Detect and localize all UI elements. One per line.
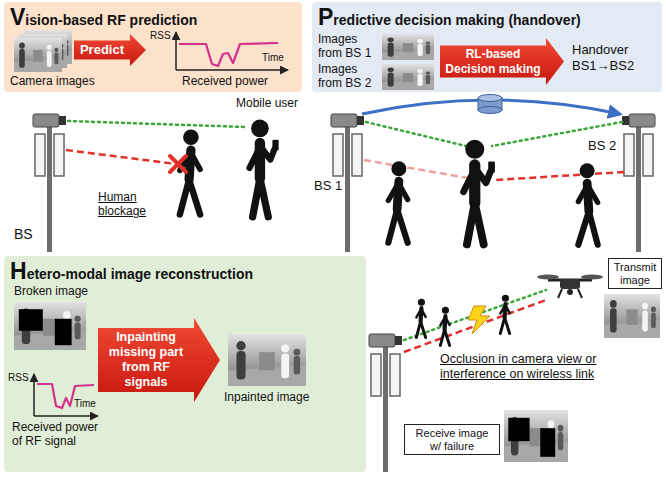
- base-station: [33, 114, 66, 252]
- depth-image: [382, 64, 434, 90]
- chart-axis: [34, 374, 98, 416]
- inpainted-depth-image: [228, 334, 306, 386]
- radio-link-line: [364, 160, 468, 178]
- camera-view-line: [366, 122, 622, 146]
- text-label: BS: [14, 226, 44, 243]
- text-label: Received power: [182, 74, 292, 88]
- blocking-person: [180, 129, 200, 214]
- panel-illustration: [14, 30, 288, 72]
- panel-title: Hetero-modal image reconstruction: [4, 256, 366, 284]
- text-label: BS 2: [588, 138, 620, 154]
- walking-person: [416, 299, 425, 338]
- panel-title: Vision-based RF prediction: [4, 2, 302, 30]
- radio-link-line: [404, 300, 546, 352]
- text-label: Mobile user: [236, 96, 316, 110]
- server-icon: [478, 95, 502, 102]
- base-station: [369, 334, 402, 472]
- text-label: Received power of RF signal: [12, 420, 104, 449]
- chart-axis: [175, 32, 177, 70]
- broken-depth-image: [14, 302, 86, 350]
- drone: [560, 279, 580, 289]
- chart-axis: [176, 32, 288, 70]
- broken-depth-image: [504, 410, 568, 462]
- drone: [567, 289, 573, 295]
- text-label: Time: [262, 52, 292, 64]
- camera-image-stack: [14, 30, 72, 72]
- arrow-text: RL-based Decision making: [443, 47, 543, 76]
- base-station: [622, 114, 655, 252]
- chart-axis: [33, 374, 35, 416]
- text-label: Handover BS1→BS2: [572, 42, 660, 73]
- base-station: [622, 114, 655, 252]
- mobile-user: [250, 120, 279, 217]
- text-label: Occlusion in camera view or interference…: [440, 352, 640, 382]
- chart-axis: [34, 415, 98, 417]
- mobile-user: [464, 140, 495, 245]
- block-arrow: Predict: [74, 34, 146, 66]
- block-arrow: Inpainting missing part from RF signals: [98, 318, 220, 402]
- text-label: BS 1: [314, 178, 344, 194]
- block-arrow-shape: [74, 34, 146, 66]
- broken-depth-image: [14, 302, 86, 350]
- camera-view-line: [404, 290, 546, 340]
- text-label: Images from BS 2: [318, 62, 378, 91]
- radio-link-line: [496, 172, 624, 180]
- text-label: Human blockage: [98, 190, 160, 219]
- walking-person: [388, 161, 407, 242]
- panel-illustration: [382, 34, 434, 90]
- depth-image: [604, 294, 660, 338]
- server-icon: [478, 107, 502, 114]
- drone: [581, 275, 603, 280]
- callout-text: Receive image w/ failure: [409, 427, 495, 452]
- block-arrow: RL-based Decision making: [440, 38, 564, 85]
- depth-image: [382, 34, 434, 60]
- arrow-text: Predict: [77, 42, 127, 58]
- text-label: Broken image: [14, 284, 114, 298]
- walking-person: [440, 307, 449, 346]
- walking-person: [578, 163, 597, 244]
- callout-box: Transmit image: [608, 258, 662, 289]
- server-icon: [478, 95, 502, 114]
- depth-image: [604, 294, 660, 338]
- camera-image-stack: [14, 38, 62, 72]
- callout-text: Transmit image: [613, 261, 657, 286]
- inpainted-depth-image: [228, 334, 306, 386]
- walking-person: [500, 295, 509, 334]
- drone: [537, 275, 603, 299]
- walking-person: [578, 163, 597, 244]
- chart-axis: [176, 69, 288, 71]
- blockage-cross: [170, 156, 186, 172]
- drone: [558, 289, 582, 298]
- text-label: Inpainted image: [224, 390, 324, 404]
- arrow-text: Inpainting missing part from RF signals: [101, 330, 191, 390]
- text-label: Images from BS 1: [318, 32, 378, 61]
- walking-person: [416, 295, 509, 346]
- mobile-user: [464, 140, 495, 245]
- text-label: Camera images: [10, 74, 110, 88]
- radio-link-line: [66, 150, 176, 164]
- camera-view-line: [68, 121, 246, 127]
- block-arrow-shape: [440, 38, 564, 85]
- text-label: RSS: [150, 30, 176, 42]
- text-label: RSS: [8, 372, 32, 384]
- text-label: Time: [74, 398, 100, 410]
- walking-person: [388, 161, 407, 242]
- blocking-person: [180, 129, 200, 214]
- mobile-user: [250, 120, 279, 217]
- drone: [537, 275, 559, 280]
- callout-box: Receive image w/ failure: [404, 424, 500, 455]
- depth-image: [382, 34, 434, 90]
- interference-bolt: [468, 306, 490, 334]
- broken-depth-image: [504, 410, 568, 462]
- base-station: [369, 334, 402, 472]
- block-arrow-shape: [98, 318, 220, 402]
- panel-title: Predictive decision making (handover): [312, 2, 662, 30]
- base-station: [33, 114, 66, 252]
